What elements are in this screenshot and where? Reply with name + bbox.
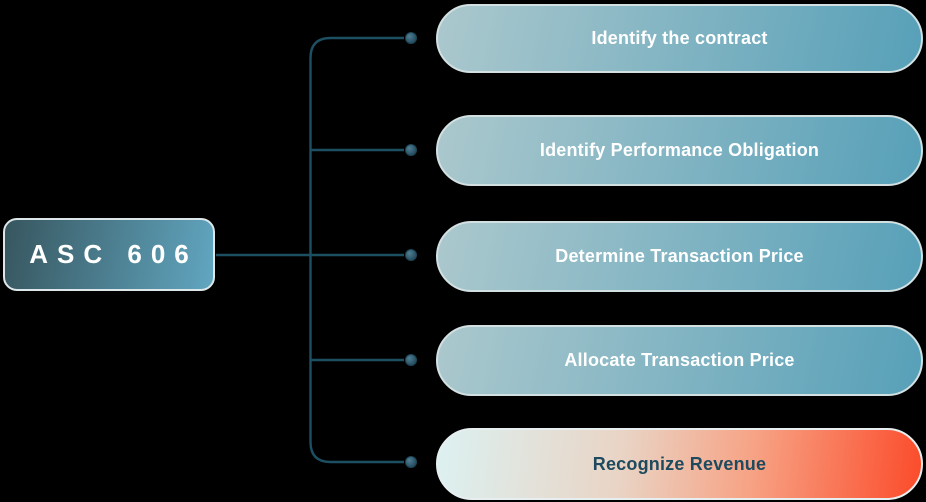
root-node-label: ASC 606 bbox=[29, 239, 198, 269]
step-node-identify-contract: Identify the contract bbox=[436, 4, 923, 73]
connector-dot bbox=[405, 456, 417, 468]
edge-trunk-top bbox=[309, 36, 404, 255]
step-node-identify-performance-obligation: Identify Performance Obligation bbox=[436, 115, 923, 186]
connector-dot bbox=[405, 32, 417, 44]
step-node-determine-transaction-price: Determine Transaction Price bbox=[436, 221, 923, 292]
edge-trunk-bottom bbox=[309, 255, 404, 464]
step-label: Determine Transaction Price bbox=[555, 246, 804, 266]
step-node-recognize-revenue: Recognize Revenue bbox=[436, 428, 923, 500]
step-label: Allocate Transaction Price bbox=[564, 350, 795, 370]
step-label: Identify Performance Obligation bbox=[539, 140, 820, 160]
connector-dot bbox=[405, 354, 417, 366]
root-node-asc606: ASC 606 bbox=[3, 218, 215, 291]
step-label: Identify the contract bbox=[591, 28, 768, 48]
step-node-allocate-transaction-price: Allocate Transaction Price bbox=[436, 325, 923, 396]
connector-dot bbox=[405, 249, 417, 261]
step-label: Recognize Revenue bbox=[592, 453, 767, 474]
connector-dot bbox=[405, 144, 417, 156]
